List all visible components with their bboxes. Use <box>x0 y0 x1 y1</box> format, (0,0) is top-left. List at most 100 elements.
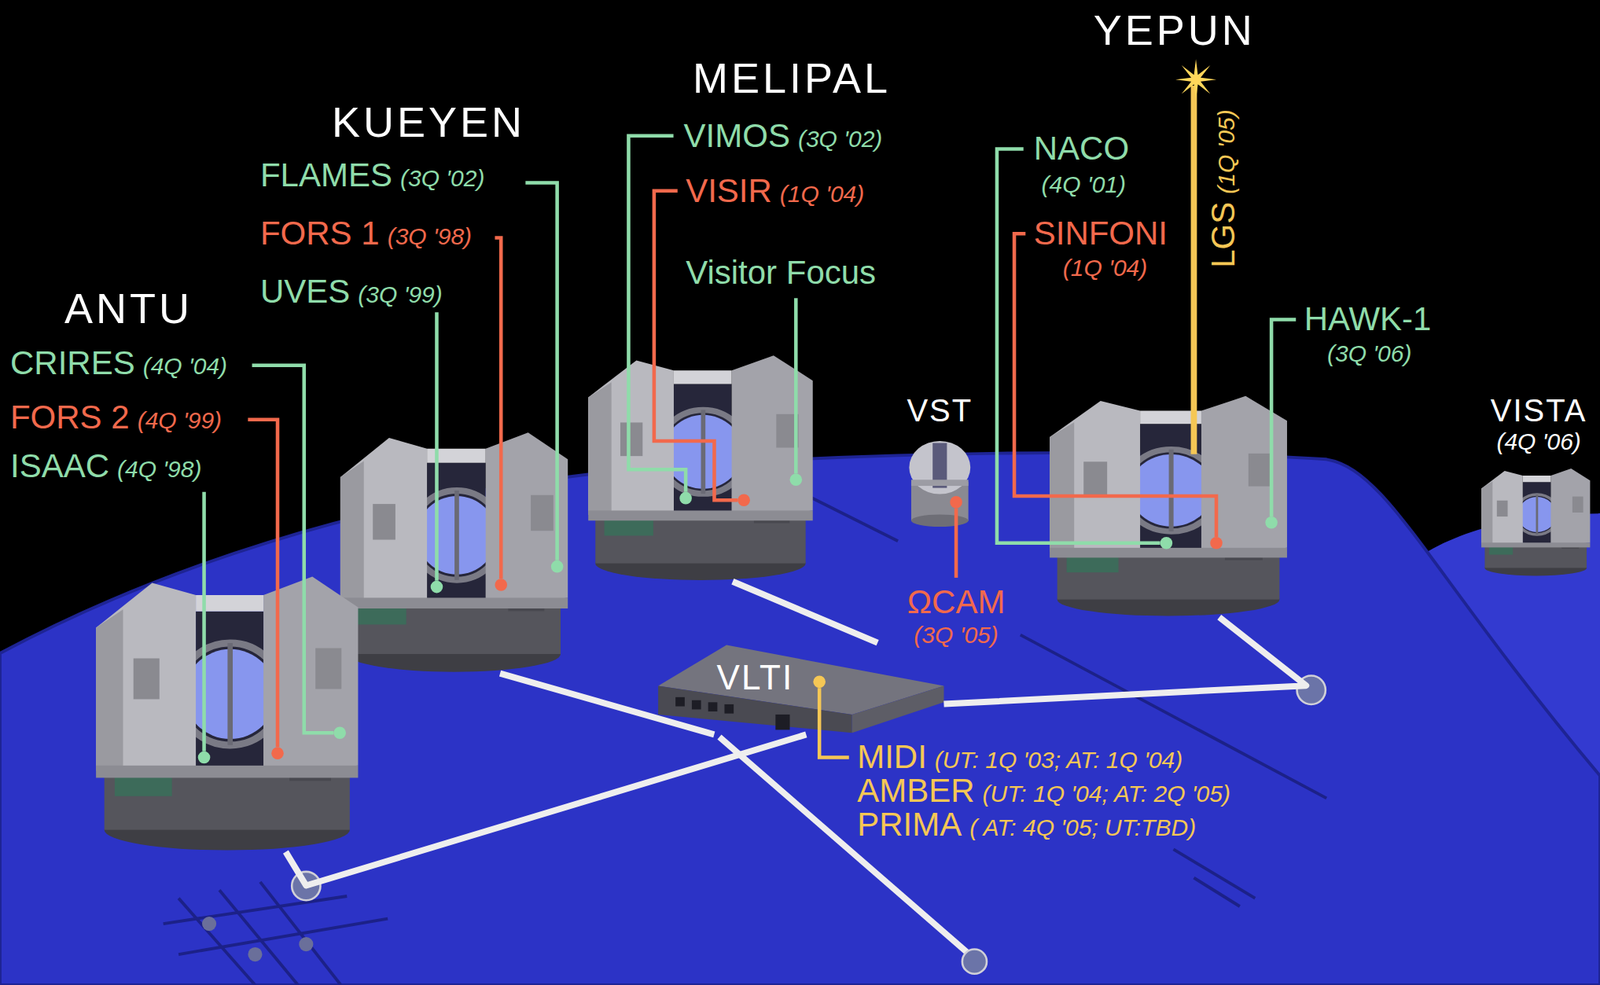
commissioning-date: (1Q '04) <box>779 180 865 207</box>
leader-line <box>434 312 439 581</box>
vlti-window <box>724 704 734 714</box>
instrument-label: (4Q '01) <box>1041 170 1126 197</box>
leader-line <box>954 508 959 578</box>
leader-dot <box>812 676 826 689</box>
antu-enclosure <box>95 577 358 851</box>
auxiliary-telescopes <box>291 676 1326 975</box>
leader-line <box>525 182 557 560</box>
leader-dots <box>198 473 1278 764</box>
yepun-enclosure <box>1049 396 1288 617</box>
laser-star <box>1175 58 1217 100</box>
leader-dot <box>494 578 508 592</box>
instrument-name: FORS 2 <box>10 399 130 436</box>
telescope-name: VLTI <box>717 658 795 697</box>
commissioning-date: (3Q '02) <box>400 165 485 192</box>
instrument-name: AMBER <box>857 772 975 810</box>
instrument-name: ISAAC <box>10 448 110 485</box>
leader-line <box>1014 233 1217 538</box>
instrument-label: HAWK-1 <box>1304 301 1432 338</box>
commissioning-date: ( AT: 4Q '05; UT:TBD) <box>969 814 1196 841</box>
commissioning-date: (3Q '99) <box>357 281 442 308</box>
at-station <box>298 937 313 952</box>
instrument-name: SINFONI <box>1033 215 1168 252</box>
leader-line <box>996 149 1161 544</box>
platform-groove <box>1020 635 1327 799</box>
at-stations <box>202 916 313 962</box>
leader-dot <box>737 493 751 507</box>
vista-enclosure <box>1481 468 1590 577</box>
instrument-name: Visitor Focus <box>685 253 876 291</box>
light-duct <box>732 581 878 644</box>
vst-dome <box>908 441 971 495</box>
instrument-label: FORS 2 (4Q '99) <box>10 399 222 436</box>
telescope: YEPUN <box>1045 387 1291 618</box>
light-duct <box>719 736 970 955</box>
leader-dot <box>551 560 564 574</box>
telescope-name: VISTA <box>1490 393 1588 428</box>
telescope: VISTA(4Q '06) <box>1479 464 1593 578</box>
instrument-label: NACO <box>1033 130 1130 167</box>
light-duct <box>500 673 714 736</box>
commissioning-date: (UT: 1Q '03; AT: 1Q '04) <box>934 746 1183 773</box>
vlti-window <box>675 697 685 707</box>
telescope: KUEYEN <box>336 423 572 674</box>
leader-line <box>247 419 278 748</box>
leader-line <box>819 687 850 758</box>
vlti-building-drawing <box>658 645 944 734</box>
at-station <box>247 947 262 962</box>
instrument-label: (3Q '05) <box>913 621 998 648</box>
commissioning-date: (4Q '99) <box>137 407 222 434</box>
leader-line <box>494 238 501 580</box>
commissioning-date: (3Q '05) <box>913 621 998 648</box>
telescope: MELIPAL <box>584 346 817 582</box>
commissioning-date: (4Q '98) <box>117 456 202 482</box>
vlti-side-wall <box>852 686 945 734</box>
leader-dot <box>1160 537 1174 550</box>
instrument-name: LGS <box>1205 202 1242 269</box>
telescope-name: YEPUN <box>1093 7 1256 54</box>
instrument-name: PRIMA <box>857 806 962 843</box>
leader-dot <box>1210 537 1223 550</box>
leader-dot <box>271 746 284 760</box>
at-station <box>202 916 217 931</box>
instrument-name: CRIRES <box>10 345 136 382</box>
commissioning-date: (3Q '98) <box>387 223 472 250</box>
instrument-name: FLAMES <box>260 157 393 194</box>
leader-dot <box>790 473 803 486</box>
auxiliary-telescope <box>962 949 987 975</box>
commissioning-date: (1Q '04) <box>1062 254 1148 281</box>
melipal-enclosure <box>588 355 813 581</box>
instrument-name: UVES <box>260 273 350 310</box>
commissioning-date: (4Q '04) <box>143 353 228 379</box>
commissioning-date: (3Q '06) <box>1327 340 1412 367</box>
leader-line <box>202 492 206 752</box>
vlti-window <box>691 700 702 710</box>
vst-enclosure <box>908 441 971 527</box>
vlti-door <box>775 714 790 730</box>
instrument-label: (1Q '04) <box>1062 254 1148 281</box>
leader-dot <box>1265 516 1278 530</box>
commissioning-date: (3Q '02) <box>798 125 883 152</box>
telescope-name: VST <box>906 393 973 428</box>
laser-beam <box>1191 85 1198 455</box>
kueyen-enclosure <box>340 432 568 672</box>
leader-line <box>654 191 738 501</box>
instrument-label: VIMOS(3Q '02) <box>684 117 883 155</box>
commissioning-date: (UT: 1Q '04; AT: 2Q '05) <box>982 780 1231 807</box>
platform-groove <box>805 495 898 541</box>
instrument-name: NACO <box>1033 130 1130 167</box>
rail-line <box>163 896 348 924</box>
telescope: ANTU <box>91 566 363 852</box>
telescope-name: KUEYEN <box>331 99 526 146</box>
instrument-label: PRIMA ( AT: 4Q '05; UT:TBD) <box>857 806 1196 843</box>
telescope: VST <box>903 438 975 523</box>
leader-lines <box>204 136 1297 758</box>
instrument-label: MIDI(UT: 1Q '03; AT: 1Q '04) <box>857 739 1183 776</box>
instrument-label: VISIR(1Q '04) <box>685 172 865 210</box>
telescope-name: MELIPAL <box>692 55 891 102</box>
instrument-label: Visitor Focus <box>685 253 876 291</box>
commissioning-date: (4Q '06) <box>1496 427 1581 454</box>
vst-base-bottom <box>911 514 969 527</box>
light-duct <box>285 734 806 886</box>
